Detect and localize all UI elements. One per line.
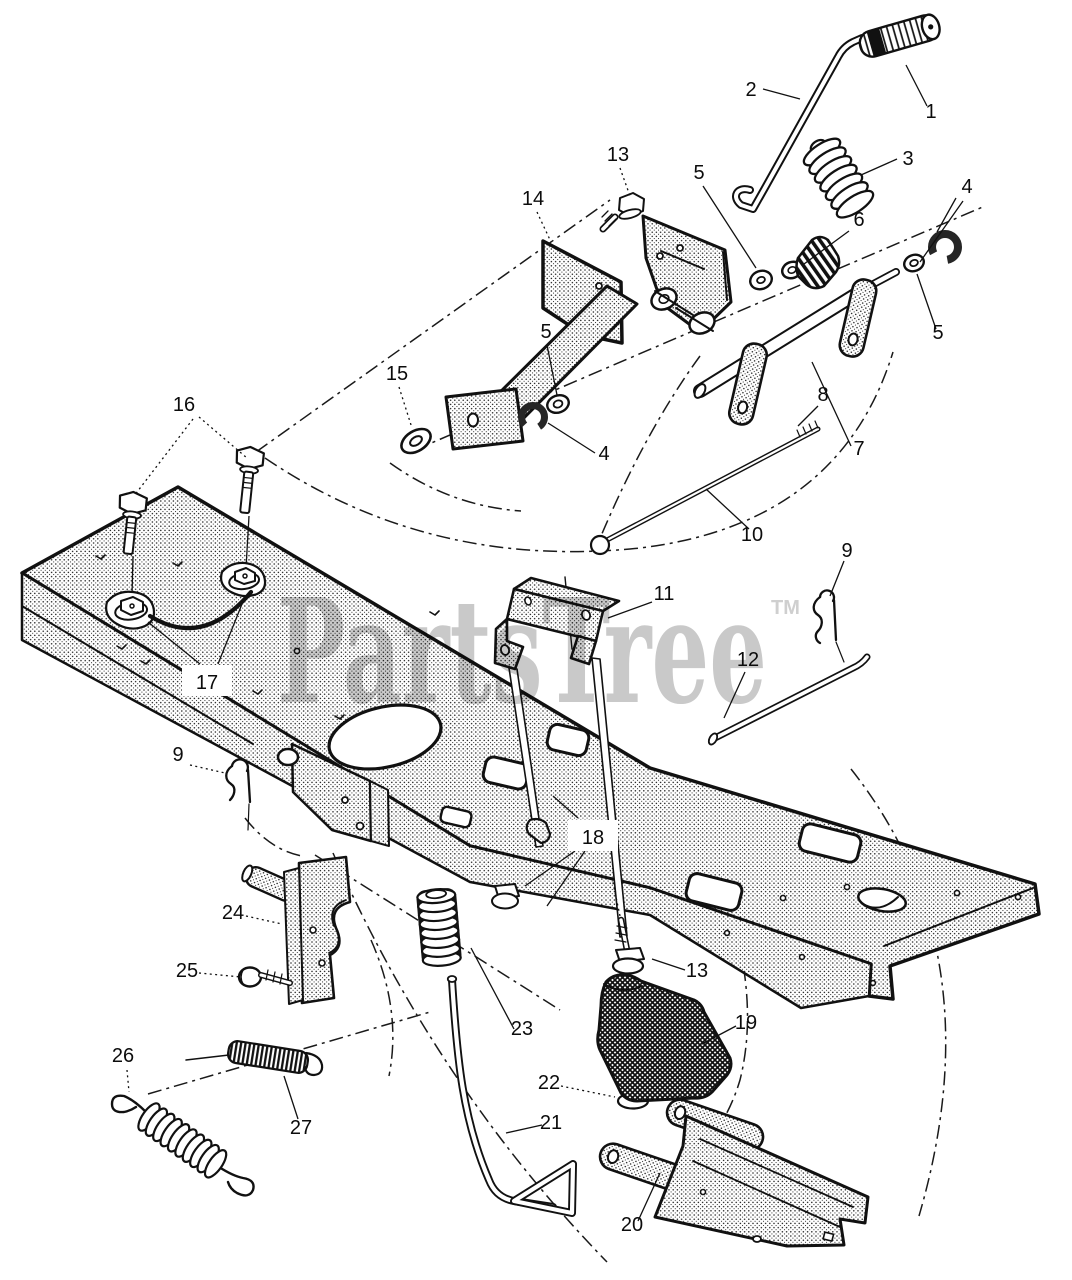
e-ring-4-mid (518, 402, 548, 432)
link-rod-10 (589, 420, 821, 556)
callout-15: 15 (386, 363, 408, 385)
bolt-25 (237, 966, 293, 988)
callout-17: 17 (196, 672, 218, 694)
callout-11: 11 (654, 583, 675, 605)
footrest-plate-20 (598, 1098, 870, 1248)
shaft-hanger-strap (727, 342, 769, 426)
bolt-13-bottom (611, 877, 645, 975)
compression-spring-23 (416, 888, 462, 967)
extension-spring-26 (110, 1094, 255, 1197)
callout-26: 26 (112, 1045, 134, 1067)
u-bracket-11 (493, 576, 621, 671)
callout-4-mid: 4 (598, 443, 609, 465)
callout-5-mid: 5 (540, 321, 551, 343)
callout-box-17 (182, 665, 232, 696)
callout-10: 10 (741, 524, 763, 546)
pivot-bracket-24 (241, 855, 352, 1005)
frame-wire (147, 589, 254, 631)
callout-25: 25 (176, 960, 198, 982)
callout-2: 2 (745, 79, 756, 101)
callout-5-top: 5 (693, 162, 704, 184)
lift-handle-group (732, 13, 941, 219)
frame-holes (95, 554, 1022, 987)
e-ring-4-top (928, 230, 962, 264)
lever-bracket-cluster (641, 214, 733, 335)
callout-box-18 (568, 820, 618, 851)
lift-links (491, 576, 628, 938)
bolt-16-left (118, 490, 148, 597)
frame-plate (20, 485, 1041, 1010)
callout-19: 19 (735, 1012, 757, 1034)
callout-3: 3 (902, 148, 913, 170)
callout-16: 16 (173, 394, 195, 416)
cam-lever-6 (780, 235, 841, 290)
callout-7: 7 (853, 438, 864, 460)
flange-nut-17-left (105, 590, 156, 630)
lever-end-plate (444, 387, 525, 451)
lift-shaft-bracket (276, 742, 390, 847)
hairpin-cotter-9-left (225, 758, 252, 831)
brake-rod-21 (446, 975, 577, 1217)
spring-3 (802, 137, 875, 219)
callout-20: 20 (621, 1214, 643, 1236)
callout-14: 14 (522, 188, 544, 210)
cam-and-hardware (749, 230, 962, 291)
callout-4-top: 4 (961, 176, 972, 198)
callout-8: 8 (817, 384, 828, 406)
callout-labels: 1234561314151654587109111217918241325192… (112, 79, 973, 1236)
bolt-13-top (599, 192, 645, 233)
hairpin-cotter-9-right (812, 589, 845, 663)
watermark-trademark: TM (771, 597, 800, 619)
callout-9-right: 9 (841, 540, 852, 562)
leader-lines (126, 64, 964, 1222)
pedal-pad-19 (596, 973, 733, 1103)
flange-nut-17-right (219, 561, 267, 598)
link-rod-12 (707, 653, 871, 746)
callout-18: 18 (582, 827, 604, 849)
callout-5-right: 5 (932, 322, 943, 344)
bolt-16-right (235, 445, 265, 569)
callout-13-top: 13 (607, 144, 629, 166)
callout-27: 27 (290, 1117, 312, 1139)
callout-9-left: 9 (172, 744, 183, 766)
shaft-hanger-strap (838, 278, 878, 358)
watermark-partstree: PartsTree (277, 567, 767, 736)
callout-1: 1 (925, 101, 936, 123)
callout-22: 22 (538, 1072, 560, 1094)
callout-23: 23 (511, 1018, 533, 1040)
lift-lever-rod-2 (732, 34, 866, 213)
callout-13-bottom: 13 (686, 960, 708, 982)
torsion-spring-27 (185, 1040, 324, 1077)
callout-12: 12 (737, 649, 759, 671)
lift-lever-assembly (400, 214, 900, 455)
grip-1 (858, 13, 941, 58)
callout-21: 21 (540, 1112, 562, 1134)
callout-24: 24 (222, 902, 244, 924)
callout-6: 6 (853, 209, 864, 231)
